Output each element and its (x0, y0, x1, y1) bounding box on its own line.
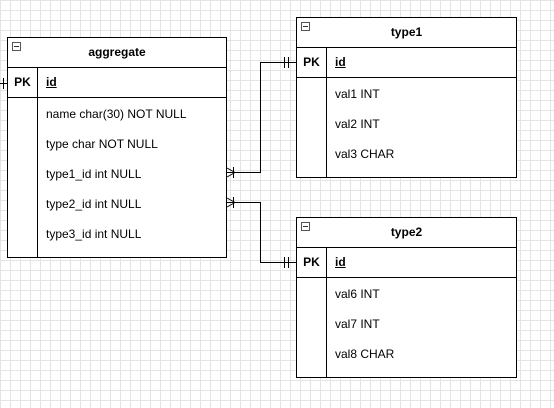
attribute-row[interactable]: type3_id int NULL (46, 227, 142, 241)
entity-type1[interactable]: type1 PK id val1 INT val2 INT val3 CHAR (296, 17, 517, 178)
attribute-row[interactable]: name char(30) NOT NULL (46, 107, 187, 121)
key-column-divider (297, 278, 327, 377)
entity-type2-pk-row[interactable]: PK id (297, 248, 516, 278)
attribute-row[interactable]: type1_id int NULL (46, 167, 142, 181)
relation-type1[interactable] (226, 57, 296, 178)
entity-aggregate-header[interactable]: aggregate (8, 38, 226, 68)
entity-type2-title: type2 (390, 225, 423, 239)
entity-type2-header[interactable]: type2 (297, 218, 516, 248)
entity-type2[interactable]: type2 PK id val6 INT val7 INT val8 CHAR (296, 217, 517, 378)
pk-label: PK (297, 48, 327, 77)
key-column-divider (8, 98, 38, 257)
pk-field: id (46, 75, 57, 89)
key-column-divider (297, 78, 327, 177)
entity-type1-header[interactable]: type1 (297, 18, 516, 48)
entity-aggregate[interactable]: aggregate PK id name char(30) NOT NULL t… (7, 37, 227, 258)
entity-aggregate-title: aggregate (88, 45, 146, 59)
entity-type1-pk-row[interactable]: PK id (297, 48, 516, 78)
attribute-row[interactable]: val7 INT (335, 317, 380, 331)
attribute-row[interactable]: type char NOT NULL (46, 137, 158, 151)
attribute-row[interactable]: val1 INT (335, 87, 380, 101)
collapse-icon[interactable] (301, 222, 310, 231)
attribute-row[interactable]: val3 CHAR (335, 147, 395, 161)
pk-label: PK (8, 68, 38, 97)
relation-type2-line[interactable] (227, 202, 296, 263)
pk-field: id (335, 255, 346, 269)
attribute-row[interactable]: type2_id int NULL (46, 197, 142, 211)
entity-aggregate-pk-row[interactable]: PK id (8, 68, 226, 98)
collapse-icon[interactable] (12, 42, 21, 51)
collapse-icon[interactable] (301, 22, 310, 31)
attribute-row[interactable]: val6 INT (335, 287, 380, 301)
pk-field: id (335, 55, 346, 69)
relation-type2[interactable] (226, 197, 296, 268)
aggregate-left-edge-marker (0, 78, 7, 89)
entity-type1-title: type1 (390, 25, 423, 39)
attribute-row[interactable]: val2 INT (335, 117, 380, 131)
relation-type1-line[interactable] (227, 62, 296, 173)
attribute-row[interactable]: val8 CHAR (335, 347, 395, 361)
pk-label: PK (297, 248, 327, 277)
